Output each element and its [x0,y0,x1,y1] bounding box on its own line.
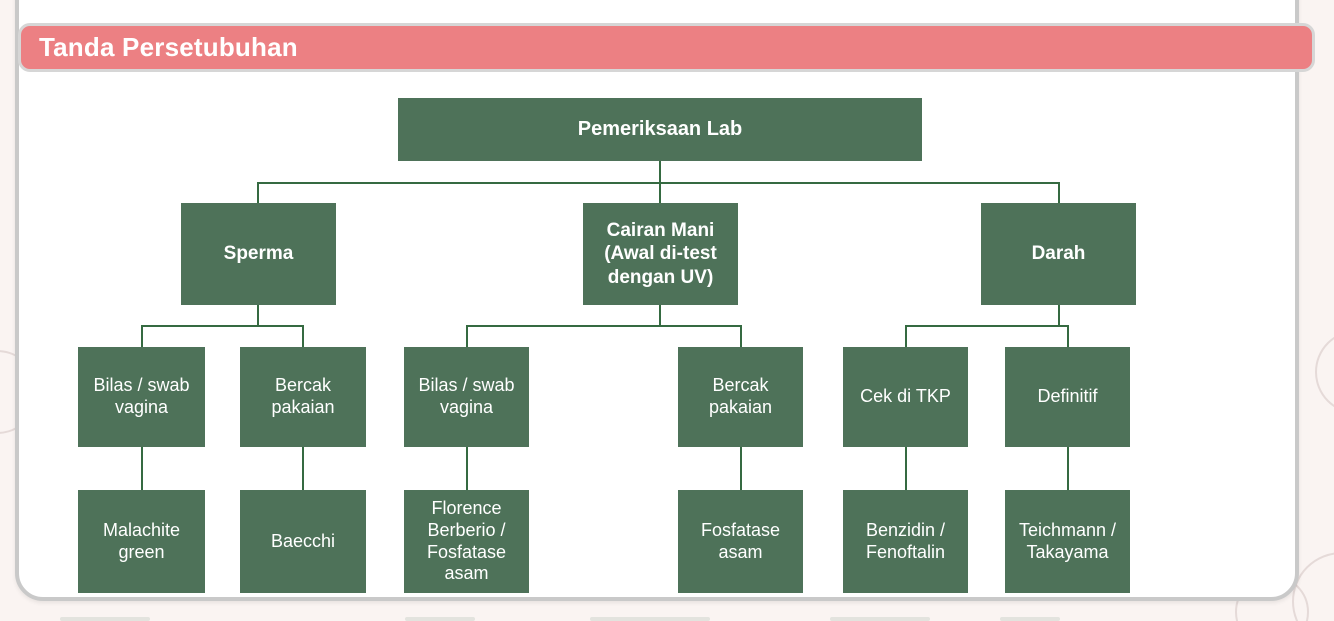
connector-line [905,447,907,490]
connector-line [466,447,468,490]
decor-smudge [830,617,930,621]
node-darah: Darah [981,203,1136,305]
connector-line [257,182,1060,184]
node-cairan-mani: Cairan Mani (Awal di-test dengan UV) [583,203,738,305]
connector-line [466,325,468,347]
connector-line [141,325,143,347]
node-cairan-bercak-pakaian: Bercak pakaian [678,347,803,447]
connector-line [905,325,1068,327]
decor-smudge [405,617,475,621]
node-test-florence-berberio: Florence Berberio / Fosfatase asam [404,490,529,593]
connector-line [905,325,907,347]
connector-line [1067,447,1069,490]
connector-line [1058,182,1060,203]
node-test-teichmann-takayama: Teichmann / Takayama [1005,490,1130,593]
decor-smudge [590,617,710,621]
node-test-fosfatase-asam: Fosfatase asam [678,490,803,593]
connector-line [141,325,304,327]
node-darah-cek-di-tkp: Cek di TKP [843,347,968,447]
connector-line [659,305,661,326]
connector-line [659,161,661,183]
node-test-malachite-green: Malachite green [78,490,205,593]
decor-smudge [60,617,150,621]
connector-line [141,447,143,490]
node-sperma-bercak-pakaian: Bercak pakaian [240,347,366,447]
connector-line [659,182,661,203]
connector-line [1058,305,1060,326]
node-darah-definitif: Definitif [1005,347,1130,447]
connector-line [740,447,742,490]
decor-circle [1315,330,1334,414]
connector-line [257,182,259,203]
connector-line [466,325,742,327]
node-sperma-bilas-swab-vagina: Bilas / swab vagina [78,347,205,447]
connector-line [302,325,304,347]
node-sperma: Sperma [181,203,336,305]
section-banner: Tanda Persetubuhan [18,23,1315,72]
connector-line [257,305,259,326]
connector-line [1067,325,1069,347]
node-pemeriksaan-lab: Pemeriksaan Lab [398,98,922,161]
node-cairan-bilas-swab-vagina: Bilas / swab vagina [404,347,529,447]
node-test-benzidin-fenoftalin: Benzidin / Fenoftalin [843,490,968,593]
section-title: Tanda Persetubuhan [39,32,298,62]
node-test-baecchi: Baecchi [240,490,366,593]
connector-line [302,447,304,490]
connector-line [740,325,742,347]
decor-smudge [1000,617,1060,621]
